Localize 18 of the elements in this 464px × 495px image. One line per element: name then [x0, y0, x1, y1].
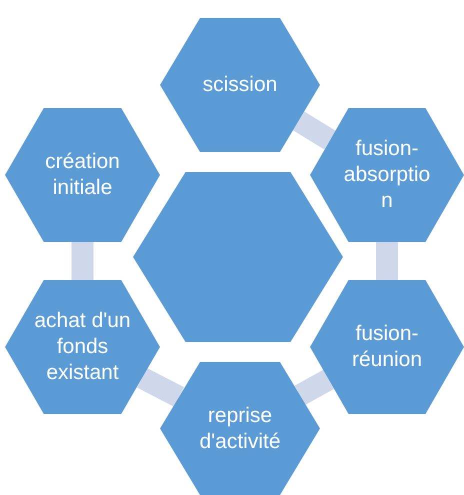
hexagon-label: reprise d'activité	[198, 402, 282, 454]
hexagon-label: fusion-absorption	[342, 136, 432, 214]
connector	[294, 370, 334, 405]
hexagon-shape	[133, 172, 343, 342]
connector	[72, 242, 94, 280]
connector	[292, 111, 336, 150]
hexagon-label: fusion-réunion	[350, 321, 424, 373]
hexagon	[160, 18, 320, 152]
hexagon	[310, 108, 464, 242]
hexagon	[160, 362, 320, 495]
connector	[137, 368, 184, 407]
hexagon-label: achat d'un fonds existant	[33, 308, 132, 386]
hexagon	[5, 280, 160, 414]
hexagon-label: création initiale	[44, 149, 121, 201]
hexagon	[5, 108, 160, 242]
hexagon-label: scission	[202, 72, 278, 98]
connector	[376, 242, 398, 280]
hexagon	[310, 280, 464, 414]
